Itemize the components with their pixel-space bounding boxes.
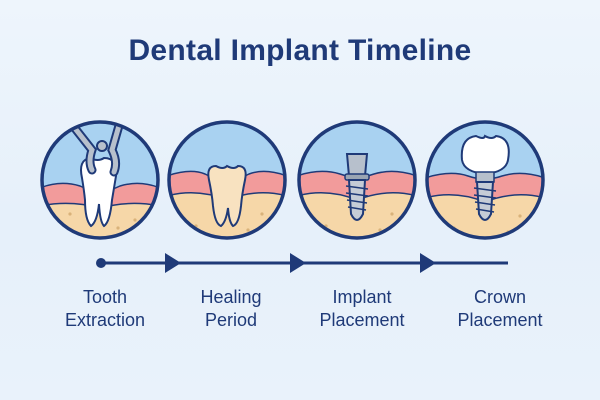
step-label-line: Tooth bbox=[82, 287, 128, 307]
timeline-start-dot bbox=[96, 258, 106, 268]
step-label-line: Placement bbox=[319, 310, 405, 330]
step-label-line: Period bbox=[204, 310, 258, 330]
step-label-line: Implant bbox=[332, 287, 392, 307]
timeline-line bbox=[96, 253, 508, 273]
implant-post-icon bbox=[297, 120, 417, 240]
step-label-healing-period: Healing Period bbox=[161, 286, 301, 332]
step-labels: Tooth Extraction Healing Period Implant … bbox=[0, 286, 600, 346]
tooth-extraction-icon bbox=[40, 120, 160, 240]
timeline-arrow-2 bbox=[290, 253, 306, 273]
timeline-arrow-1 bbox=[165, 253, 181, 273]
crown-implant-icon bbox=[425, 120, 545, 240]
step-label-crown-placement: Crown Placement bbox=[430, 286, 570, 332]
timeline-arrow-3 bbox=[420, 253, 436, 273]
step-label-line: Crown bbox=[473, 287, 526, 307]
page-title: Dental Implant Timeline bbox=[128, 34, 472, 67]
healing-tooth-icon bbox=[167, 120, 287, 240]
step-label-line: Placement bbox=[457, 310, 543, 330]
step-label-line: Healing bbox=[200, 287, 262, 307]
step-label-tooth-extraction: Tooth Extraction bbox=[35, 286, 175, 332]
step-label-implant-placement: Implant Placement bbox=[292, 286, 432, 332]
step-label-line: Extraction bbox=[64, 310, 146, 330]
